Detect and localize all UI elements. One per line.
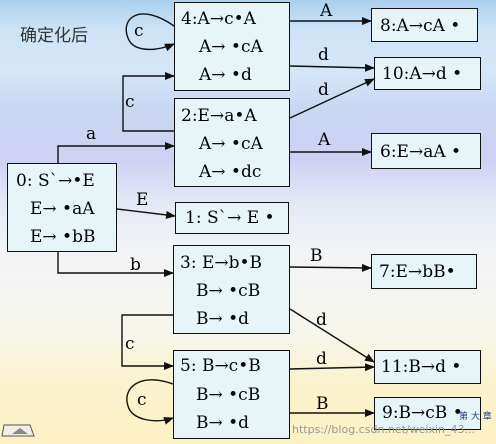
state-4-item-0: 4:A→c•A (181, 9, 256, 29)
state-5-item-2: B→ •d (196, 413, 250, 433)
state-7: 7:E→bB• (371, 254, 477, 289)
state-10: 10:A→d • (374, 57, 481, 90)
edge-label-5-5: c (137, 390, 147, 410)
state-2: 2:E→a•A A→ •cA A→ •dc (174, 98, 290, 187)
edge-3-B-7 (289, 263, 372, 272)
state-6-item-0: 6:E→aA • (380, 142, 462, 162)
watermark: https://blog.csdn.net/weixin_43... (292, 423, 476, 436)
edge-label-3-11: d (316, 310, 327, 330)
state-5-item-0: 5: B→c•B (180, 356, 261, 376)
edge-0-b-3 (57, 252, 174, 277)
state-9: 9:B→cB • (374, 397, 481, 430)
edge-label-3-5: c (125, 334, 135, 354)
edge-0-E-1 (116, 208, 176, 219)
edge-label-3-7: B (310, 246, 323, 266)
edge-label-4-4: c (134, 21, 144, 41)
edge-label-5-9: B (316, 394, 329, 414)
state-1: 1: S`→ E • (175, 202, 289, 234)
state-8-item-0: 8:A→cA • (380, 16, 461, 36)
corner-mark: 第 大 章 (459, 412, 492, 422)
state-2-item-1: A→ •cA (199, 134, 263, 154)
edge-label-4-10: d (318, 45, 329, 65)
edge-3-c-5 (121, 314, 174, 370)
state-4-item-1: A→ •cA (199, 37, 263, 57)
edge-2-d-10 (289, 78, 375, 119)
state-0: 0: S`→•E E→ •aA E→ •bB (7, 163, 117, 252)
state-4-item-2: A→ •d (199, 65, 252, 85)
state-5-item-1: B→ •cB (196, 385, 261, 405)
state-2-item-0: 2:E→a•A (181, 106, 257, 126)
state-5: 5: B→c•B B→ •cB B→ •d (173, 350, 290, 439)
edge-label-2-4: c (125, 92, 135, 112)
edge-5-d-11 (289, 363, 375, 372)
state-6: 6:E→aA • (371, 133, 481, 169)
edge-label-0-2: a (86, 124, 97, 144)
edge-label-0-1: E (136, 190, 149, 210)
edge-label-5-11: d (316, 349, 327, 369)
state-3-item-2: B→ •d (196, 309, 250, 329)
edge-0-a-2 (57, 142, 175, 163)
state-0-item-2: E→ •bB (30, 227, 96, 247)
state-7-item-0: 7:E→bB• (379, 262, 456, 282)
state-0-item-1: E→ •aA (30, 199, 95, 219)
edge-4-c-4 (125, 13, 175, 52)
state-3-item-0: 3: E→b•B (180, 253, 263, 273)
state-3-item-1: B→ •cB (196, 281, 261, 301)
state-9-item-0: 9:B→cB • (382, 403, 463, 423)
page-corner-icon (1, 424, 35, 437)
edge-label-2-6: A (318, 130, 331, 150)
state-8: 8:A→cA • (371, 8, 478, 42)
state-3: 3: E→b•B B→ •cB B→ •d (173, 245, 290, 334)
state-11-item-0: 11:B→d • (381, 357, 462, 377)
state-10-item-0: 10:A→d • (382, 64, 463, 84)
page-title: 确定化后 (20, 26, 88, 46)
edge-label-2-10: d (318, 80, 329, 100)
edge-2-c-4 (122, 72, 175, 132)
state-11: 11:B→d • (374, 350, 481, 384)
edge-label-4-8: A (320, 1, 333, 21)
edge-3-d-11 (289, 308, 375, 363)
state-1-item-0: 1: S`→ E • (185, 208, 275, 228)
state-2-item-2: A→ •dc (199, 162, 262, 182)
edge-5-c-5 (126, 379, 174, 425)
state-0-item-0: 0: S`→•E (16, 171, 95, 191)
edge-label-0-3: b (130, 255, 141, 275)
edge-4-d-10 (289, 63, 375, 72)
state-4: 4:A→c•A A→ •cA A→ •d (174, 2, 290, 91)
